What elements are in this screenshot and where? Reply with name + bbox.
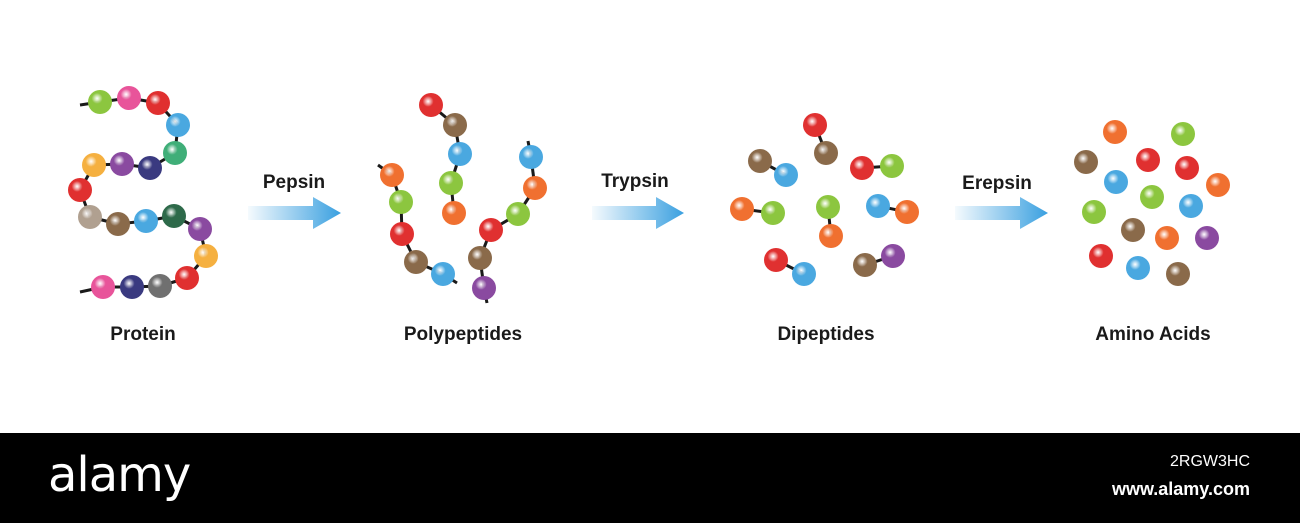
dipeptide-3-bead: [850, 156, 874, 180]
dipeptide-4-bead: [730, 197, 754, 221]
arrow-trypsin: [592, 197, 684, 229]
watermark-footer: alamy 2RGW3HC www.alamy.com: [0, 433, 1300, 523]
polypeptide-c-bead: [519, 145, 543, 169]
stage-label-protein: Protein: [110, 324, 176, 345]
amino-acid: [1140, 185, 1164, 209]
dipeptide-5-bead: [816, 195, 840, 219]
amino-acid: [1126, 256, 1150, 280]
amino-acid: [1179, 194, 1203, 218]
image-id: 2RGW3HC: [1169, 453, 1250, 470]
protein-bead: [88, 90, 112, 114]
amino-acid: [1166, 262, 1190, 286]
amino-acid: [1195, 226, 1219, 250]
protein-bead: [91, 275, 115, 299]
amino-acid: [1074, 150, 1098, 174]
protein-bead: [110, 152, 134, 176]
dipeptide-6-bead: [895, 200, 919, 224]
amino-acid: [1206, 173, 1230, 197]
protein-bead: [106, 212, 130, 236]
polypeptide-b-bead: [431, 262, 455, 286]
amino-acid: [1175, 156, 1199, 180]
amino-acid: [1104, 170, 1128, 194]
protein-bead: [134, 209, 158, 233]
arrow-pepsin: [248, 197, 341, 229]
dipeptide-2-bead: [774, 163, 798, 187]
polypeptide-b-bead: [404, 250, 428, 274]
dipeptide-6-bead: [866, 194, 890, 218]
dipeptide-1-bead: [814, 141, 838, 165]
protein-bead: [163, 141, 187, 165]
dipeptide-8-bead: [853, 253, 877, 277]
protein-bead: [148, 274, 172, 298]
dipeptide-7-bead: [764, 248, 788, 272]
polypeptide-c-bead: [468, 246, 492, 270]
polypeptide-b-bead: [389, 190, 413, 214]
protein-bead: [138, 156, 162, 180]
protein-bead: [188, 217, 212, 241]
protein-bead: [166, 113, 190, 137]
protein-bead: [194, 244, 218, 268]
amino-acid: [1155, 226, 1179, 250]
arrow-erepsin: [955, 197, 1048, 229]
amino-acid: [1082, 200, 1106, 224]
dipeptide-2-bead: [748, 149, 772, 173]
polypeptide-a-bead: [443, 113, 467, 137]
dipeptide-4-bead: [761, 201, 785, 225]
amino-acid: [1171, 122, 1195, 146]
protein-bead: [162, 204, 186, 228]
protein-bead: [146, 91, 170, 115]
amino-acid: [1121, 218, 1145, 242]
protein-bead: [175, 266, 199, 290]
digestion-diagram: [68, 86, 1230, 304]
enzyme-label-trypsin: Trypsin: [601, 171, 669, 192]
amino-acid: [1136, 148, 1160, 172]
stage-label-dipeptides: Dipeptides: [777, 324, 875, 345]
protein-bead: [120, 275, 144, 299]
polypeptide-c-bead: [479, 218, 503, 242]
polypeptide-c-bead: [472, 276, 496, 300]
dipeptide-1-bead: [803, 113, 827, 137]
site-url: www.alamy.com: [1111, 479, 1250, 499]
polypeptide-a-bead: [448, 142, 472, 166]
polypeptide-c-bead: [523, 176, 547, 200]
polypeptide-a-bead: [442, 201, 466, 225]
polypeptide-c-bead: [506, 202, 530, 226]
stage-label-amino-acids: Amino Acids: [1095, 324, 1211, 345]
alamy-logo: alamy: [48, 447, 191, 503]
amino-acid: [1089, 244, 1113, 268]
stage-label-polypeptides: Polypeptides: [403, 324, 523, 345]
polypeptide-b-bead: [390, 222, 414, 246]
enzyme-label-erepsin: Erepsin: [962, 173, 1032, 194]
polypeptide-b-bead: [380, 163, 404, 187]
amino-acid: [1103, 120, 1127, 144]
enzyme-label-pepsin: Pepsin: [262, 172, 326, 193]
dipeptide-8-bead: [881, 244, 905, 268]
dipeptide-3-bead: [880, 154, 904, 178]
polypeptide-a-bead: [419, 93, 443, 117]
dipeptide-5-bead: [819, 224, 843, 248]
dipeptide-7-bead: [792, 262, 816, 286]
protein-bead: [78, 205, 102, 229]
protein-bead: [68, 178, 92, 202]
protein-bead: [117, 86, 141, 110]
protein-bead: [82, 153, 106, 177]
polypeptide-a-bead: [439, 171, 463, 195]
